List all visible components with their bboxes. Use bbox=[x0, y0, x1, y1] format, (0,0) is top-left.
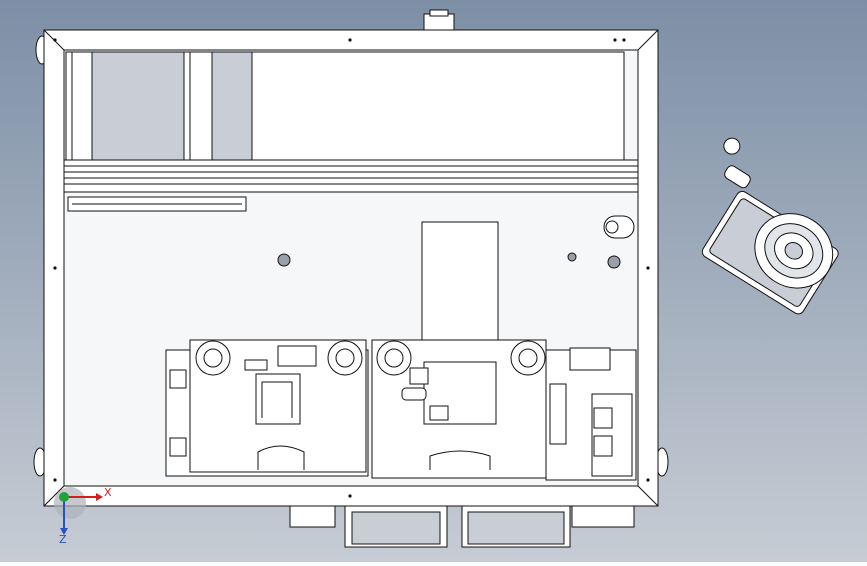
triad-z-label: Z bbox=[59, 533, 67, 546]
frame-bolt bbox=[622, 38, 626, 42]
horizontal-rail bbox=[63, 159, 639, 193]
frame-bolt bbox=[53, 38, 57, 42]
middle-module[interactable] bbox=[371, 339, 547, 479]
fan-assembly[interactable] bbox=[668, 135, 862, 316]
triad-origin-shadow bbox=[54, 487, 86, 519]
frame-bolt bbox=[646, 266, 650, 270]
coordinate-triad: X Z bbox=[54, 486, 112, 546]
triad-y-axis-point bbox=[59, 492, 69, 502]
bottom-motor-blocks bbox=[289, 504, 635, 548]
frame-bolt bbox=[53, 478, 57, 482]
upper-left-profiles bbox=[65, 51, 625, 171]
triad-z-arrow bbox=[60, 528, 68, 535]
triad-x-arrow bbox=[96, 493, 103, 501]
frame-bolt bbox=[646, 478, 650, 482]
mount-holes bbox=[277, 252, 621, 269]
frame-bolt bbox=[348, 38, 352, 42]
right-module[interactable] bbox=[545, 347, 637, 481]
frame-bolts bbox=[53, 38, 650, 498]
frame-bolt bbox=[348, 494, 352, 498]
triad-x-label: X bbox=[104, 486, 112, 499]
machine-assembly[interactable] bbox=[33, 9, 862, 548]
frame-bolt bbox=[53, 266, 57, 270]
left-module[interactable] bbox=[165, 339, 369, 477]
pivot-bracket[interactable] bbox=[603, 215, 635, 239]
frame-bolt bbox=[613, 38, 617, 42]
center-vertical-plate[interactable] bbox=[421, 221, 499, 363]
